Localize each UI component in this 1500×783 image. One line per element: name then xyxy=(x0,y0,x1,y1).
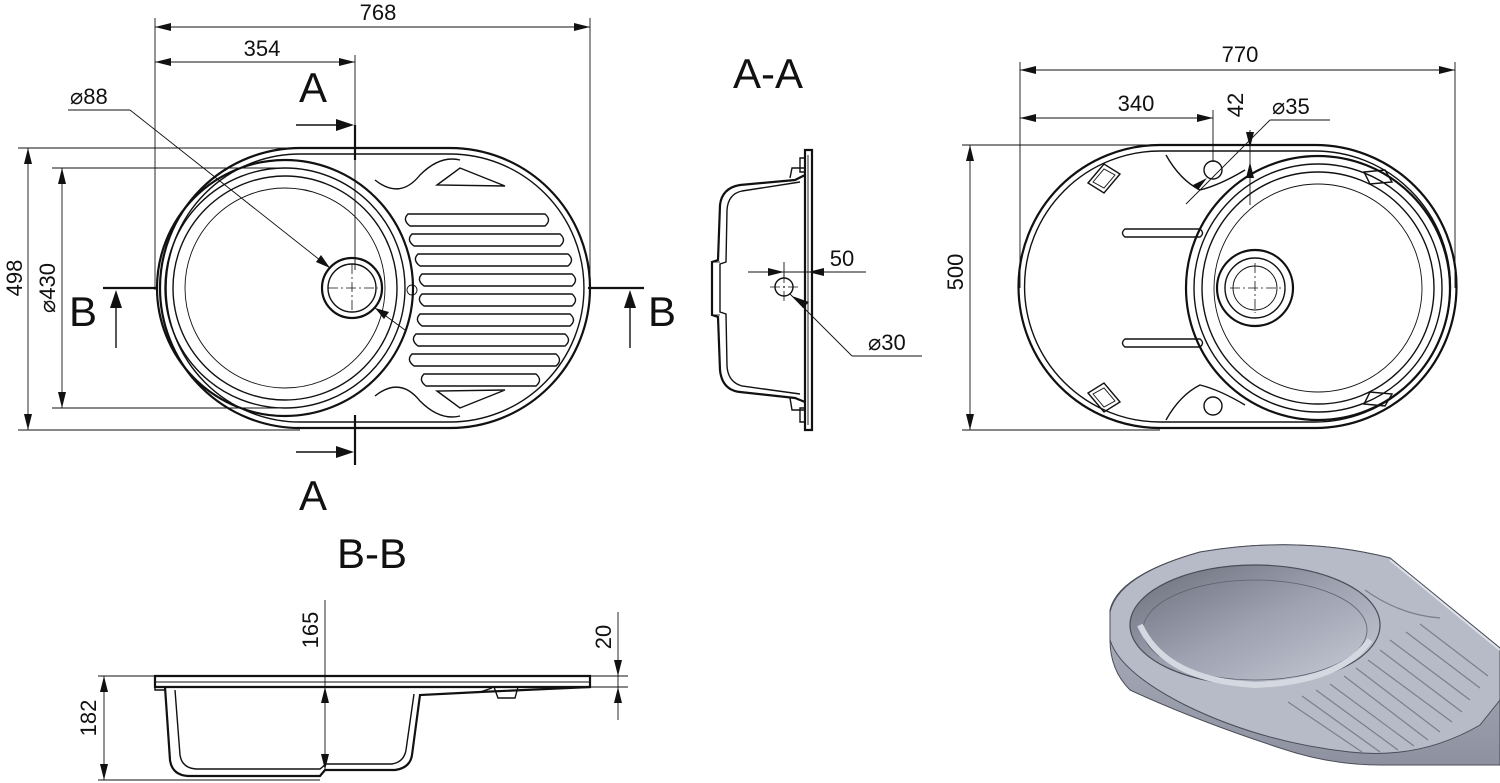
section-bb-view: B-B 165 20 182 xyxy=(76,530,628,781)
section-a-label-bottom: A xyxy=(299,472,327,519)
dim-50: 50 xyxy=(830,246,854,271)
dim-340: 340 xyxy=(1118,91,1155,116)
dim-182: 182 xyxy=(76,700,101,737)
dim-498: 498 xyxy=(2,260,27,297)
dim-354: 354 xyxy=(244,36,281,61)
dim-drain-diameter: ⌀88 xyxy=(70,84,108,109)
sink-3d-render xyxy=(1109,544,1500,766)
dim-768: 768 xyxy=(360,0,397,25)
section-aa-title: A-A xyxy=(733,50,803,97)
dim-overflow-diameter: ⌀30 xyxy=(868,330,906,355)
section-b-label-left: B xyxy=(69,288,97,335)
right-top-view: 770 340 42 ⌀35 500 xyxy=(943,42,1458,431)
section-b-label-right: B xyxy=(648,288,676,335)
drainboard-grooves xyxy=(404,213,577,387)
left-top-view: 768 354 ⌀88 498 ⌀430 A A xyxy=(2,0,676,519)
section-aa-view: A-A 50 ⌀30 xyxy=(710,50,922,432)
dim-770: 770 xyxy=(1222,42,1259,67)
dim-bowl-diameter: ⌀430 xyxy=(35,263,60,313)
section-a-label-top: A xyxy=(299,64,327,111)
section-bb-title: B-B xyxy=(337,530,407,577)
dim-20: 20 xyxy=(591,625,616,649)
drain-outline xyxy=(320,256,384,320)
dim-tap-diameter: ⌀35 xyxy=(1272,94,1310,119)
dim-165: 165 xyxy=(298,612,323,649)
render-grooves xyxy=(1287,623,1489,753)
dim-42: 42 xyxy=(1223,93,1248,117)
dim-500: 500 xyxy=(943,254,968,291)
